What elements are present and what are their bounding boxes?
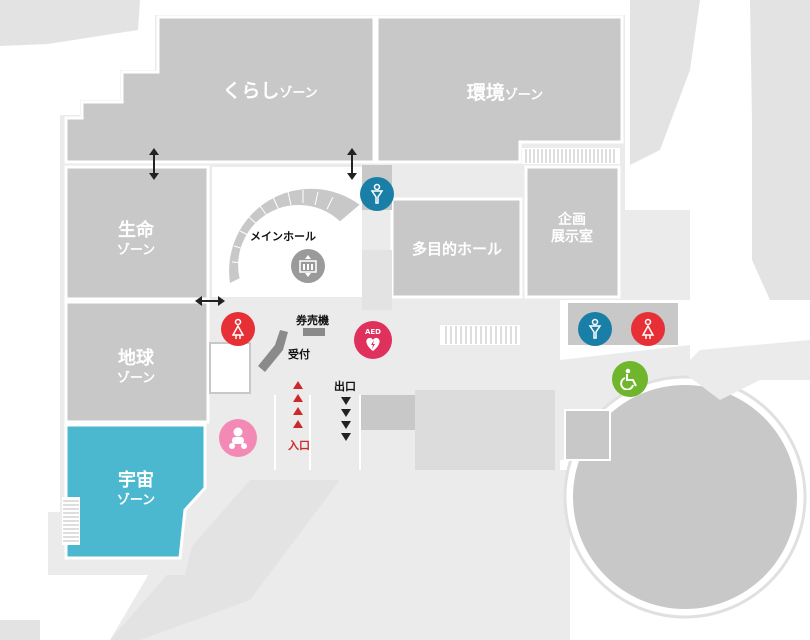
spiral-steps — [231, 190, 334, 264]
lobby-extension — [415, 390, 555, 470]
passage-arrow-icon — [195, 296, 225, 306]
elevator-icon — [291, 249, 325, 283]
stairs-uchu-lines — [63, 500, 79, 542]
restroom-male-icon — [578, 312, 612, 346]
room-chikyu — [64, 300, 210, 424]
zone-kurashi-label: くらしゾーン — [222, 80, 318, 102]
reception-counter — [258, 330, 288, 372]
main-hall-spiral-inner — [238, 204, 361, 279]
accessible-restroom-icon — [612, 361, 648, 397]
round-building — [573, 385, 797, 609]
exit-arrow — [341, 433, 351, 441]
small-annex — [564, 409, 611, 461]
exit-arrows — [341, 397, 351, 441]
outdoor-area-right — [750, 0, 810, 300]
passage-arrow-icon — [347, 148, 357, 180]
zone-uchu-label: 宇宙ゾーン — [116, 470, 156, 508]
stairs-block-mid — [440, 325, 520, 345]
ticket-machine-label: 券売機 — [296, 314, 329, 327]
reception-label: 受付 — [288, 348, 310, 361]
stairs-right — [678, 303, 694, 343]
room-tamokuteki-label: 多目的ホール — [411, 240, 502, 258]
room-seimei — [64, 165, 210, 301]
main-hall-label: メインホール — [250, 230, 316, 243]
entrance-arrow — [293, 420, 303, 428]
zone-chikyu-label: 地球ゾーン — [116, 348, 156, 386]
restroom-female-icon — [221, 312, 255, 346]
exit-arrow — [341, 421, 351, 429]
entrance-arrow — [293, 407, 303, 415]
stairs-kankyo-lines — [525, 149, 615, 163]
ticket-machine — [303, 328, 325, 336]
outdoor-area-top-left — [0, 0, 140, 46]
exit-arrow — [341, 409, 351, 417]
room-kankyo — [375, 15, 624, 164]
entrance-label: 入口 — [288, 439, 310, 452]
stairs-kankyo — [522, 148, 620, 164]
plaza-entry — [680, 340, 810, 400]
room-kikaku-label: 企画展示室 — [551, 212, 593, 245]
room-uchu — [64, 423, 207, 560]
aed-icon: AED — [354, 321, 392, 359]
nursing-room-icon — [219, 419, 257, 457]
walkway-inner — [110, 480, 340, 640]
entrance-doors — [274, 395, 361, 470]
entrance-arrow — [293, 381, 303, 389]
exit-arrow — [341, 397, 351, 405]
passage-arrow-icon — [149, 148, 159, 180]
info-room — [209, 342, 251, 394]
aed-text: AED — [364, 328, 381, 336]
exit-label: 出口 — [334, 380, 356, 393]
outdoor-area-bottom-left — [0, 620, 40, 640]
entrance-arrow — [293, 394, 303, 402]
zone-kankyo-label: 環境ゾーン — [466, 82, 544, 104]
entrance-wing — [360, 395, 415, 430]
stairs-mid-lines — [445, 326, 517, 344]
restroom-male-icon — [360, 177, 394, 211]
outdoor-area-top-right — [630, 0, 700, 165]
restroom-female-icon — [631, 312, 665, 346]
corridor-block-mid — [362, 250, 392, 310]
zone-seimei-label: 生命ゾーン — [116, 220, 156, 258]
room-tamokuteki — [390, 197, 523, 299]
room-kurashi — [64, 15, 376, 164]
entrance-arrows — [293, 381, 303, 428]
room-kikaku — [524, 165, 621, 299]
